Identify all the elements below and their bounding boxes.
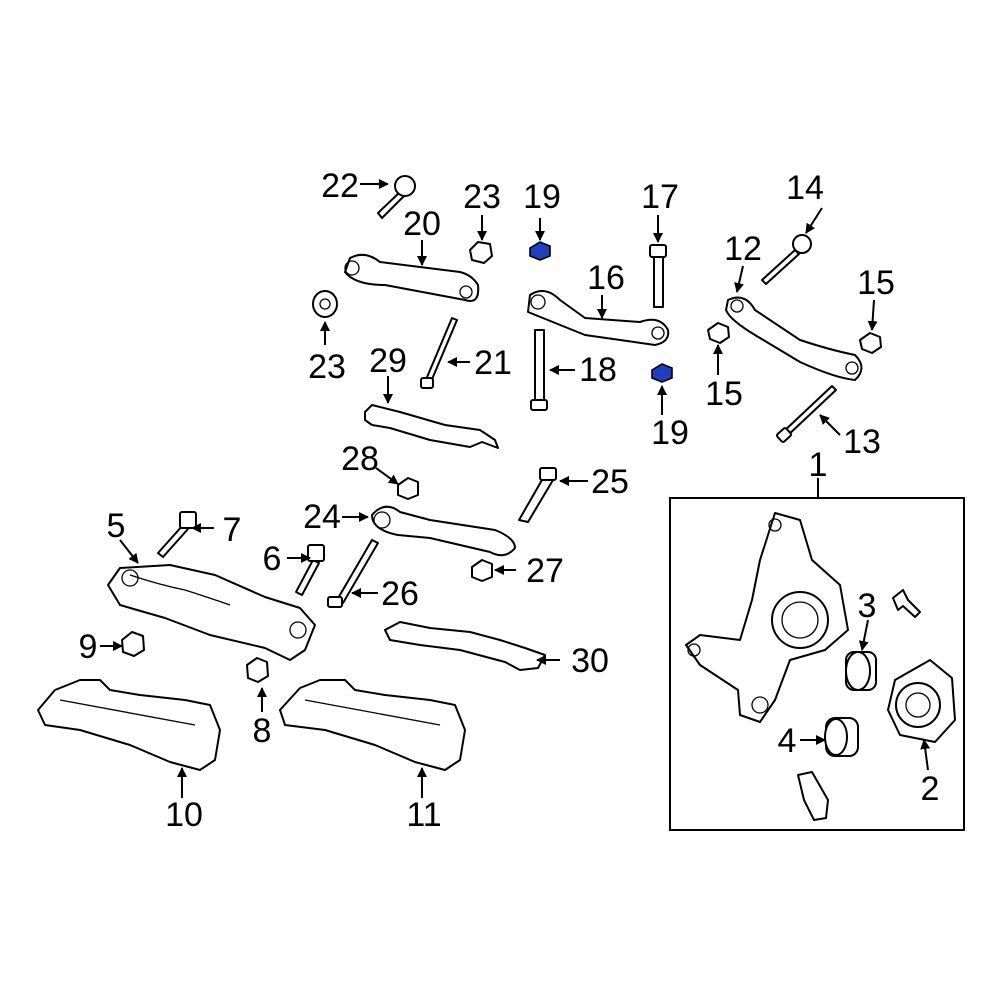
- callout-20: 20: [403, 205, 441, 243]
- callout-30: 30: [571, 642, 609, 680]
- callout-labels: 1 2 3 4 5 6 7 8 9 10 11 12 13 14 15 15 1…: [79, 167, 940, 834]
- callout-19-bottom: 19: [651, 414, 689, 452]
- bolt-13-part: [776, 385, 837, 443]
- bolt-3-part: [892, 589, 921, 618]
- bolt-7-part: [157, 511, 197, 558]
- callout-13: 13: [843, 423, 881, 461]
- callout-26: 26: [381, 575, 419, 613]
- lower-arm-5-part: [107, 564, 316, 661]
- nut-8-part: [246, 657, 269, 683]
- bracket-part: [797, 771, 829, 821]
- nut-9-part: [121, 631, 145, 657]
- nut-15-left-part: [707, 322, 730, 344]
- callout-14: 14: [786, 169, 824, 207]
- callout-11: 11: [406, 796, 441, 834]
- callout-7: 7: [223, 511, 242, 549]
- bolt-26-part: [327, 539, 379, 608]
- callout-10: 10: [165, 796, 203, 834]
- callout-22: 22: [321, 167, 359, 205]
- callout-16: 16: [587, 259, 625, 297]
- callout-12: 12: [724, 230, 762, 268]
- callout-17: 17: [641, 178, 679, 216]
- callout-24: 24: [303, 498, 341, 536]
- callout-8: 8: [253, 712, 272, 750]
- bolt-14-part: [761, 234, 812, 285]
- nut-28-part: [397, 477, 419, 500]
- callout-21: 21: [474, 344, 512, 382]
- nut-19-top-part: [529, 241, 551, 261]
- nut-19-bottom-part: [651, 363, 673, 383]
- callout-23-top: 23: [463, 178, 501, 216]
- callout-25: 25: [591, 463, 629, 501]
- callout-5: 5: [107, 507, 126, 545]
- shield-11-part: [279, 679, 466, 771]
- bolt-6-part: [295, 544, 325, 596]
- callout-23-left: 23: [308, 348, 346, 386]
- callout-arrows: [100, 179, 931, 798]
- callout-18: 18: [579, 351, 617, 389]
- knuckle-part: [685, 512, 849, 723]
- callout-15-left: 15: [705, 375, 743, 413]
- callout-3: 3: [858, 587, 877, 625]
- arm-20-part: [344, 253, 480, 302]
- knuckle-assembly-box: [669, 478, 965, 831]
- callout-2: 2: [921, 770, 940, 808]
- callout-6: 6: [263, 540, 282, 578]
- nut-27-part: [471, 559, 493, 582]
- callout-29: 29: [369, 342, 407, 380]
- callout-15-right: 15: [857, 264, 895, 302]
- nut-23-left-part: [312, 290, 338, 318]
- callout-4: 4: [778, 722, 797, 760]
- bolt-17-part: [649, 244, 667, 308]
- nut-15-right-part: [859, 332, 882, 354]
- bushing-4-part: [824, 717, 859, 757]
- bushing-3-part: [845, 651, 877, 691]
- shield-30-part: [384, 621, 546, 671]
- callout-9: 9: [79, 628, 98, 666]
- bolt-18-part: [530, 329, 548, 411]
- shield-29-part: [364, 404, 499, 449]
- hub-bearing-2-part: [887, 659, 956, 743]
- callout-27: 27: [526, 552, 564, 590]
- bolt-25-part: [518, 467, 557, 523]
- shield-10-part: [37, 679, 221, 771]
- arm-12-part: [725, 296, 863, 381]
- callout-1: 1: [809, 446, 828, 484]
- arm-24-part: [371, 505, 516, 557]
- callout-19-top: 19: [523, 178, 561, 216]
- bolt-22-part: [377, 175, 416, 219]
- callout-28: 28: [341, 440, 379, 478]
- bolt-21-part: [420, 317, 458, 389]
- nut-23-top-part: [469, 241, 493, 264]
- arm-16-part: [527, 290, 670, 346]
